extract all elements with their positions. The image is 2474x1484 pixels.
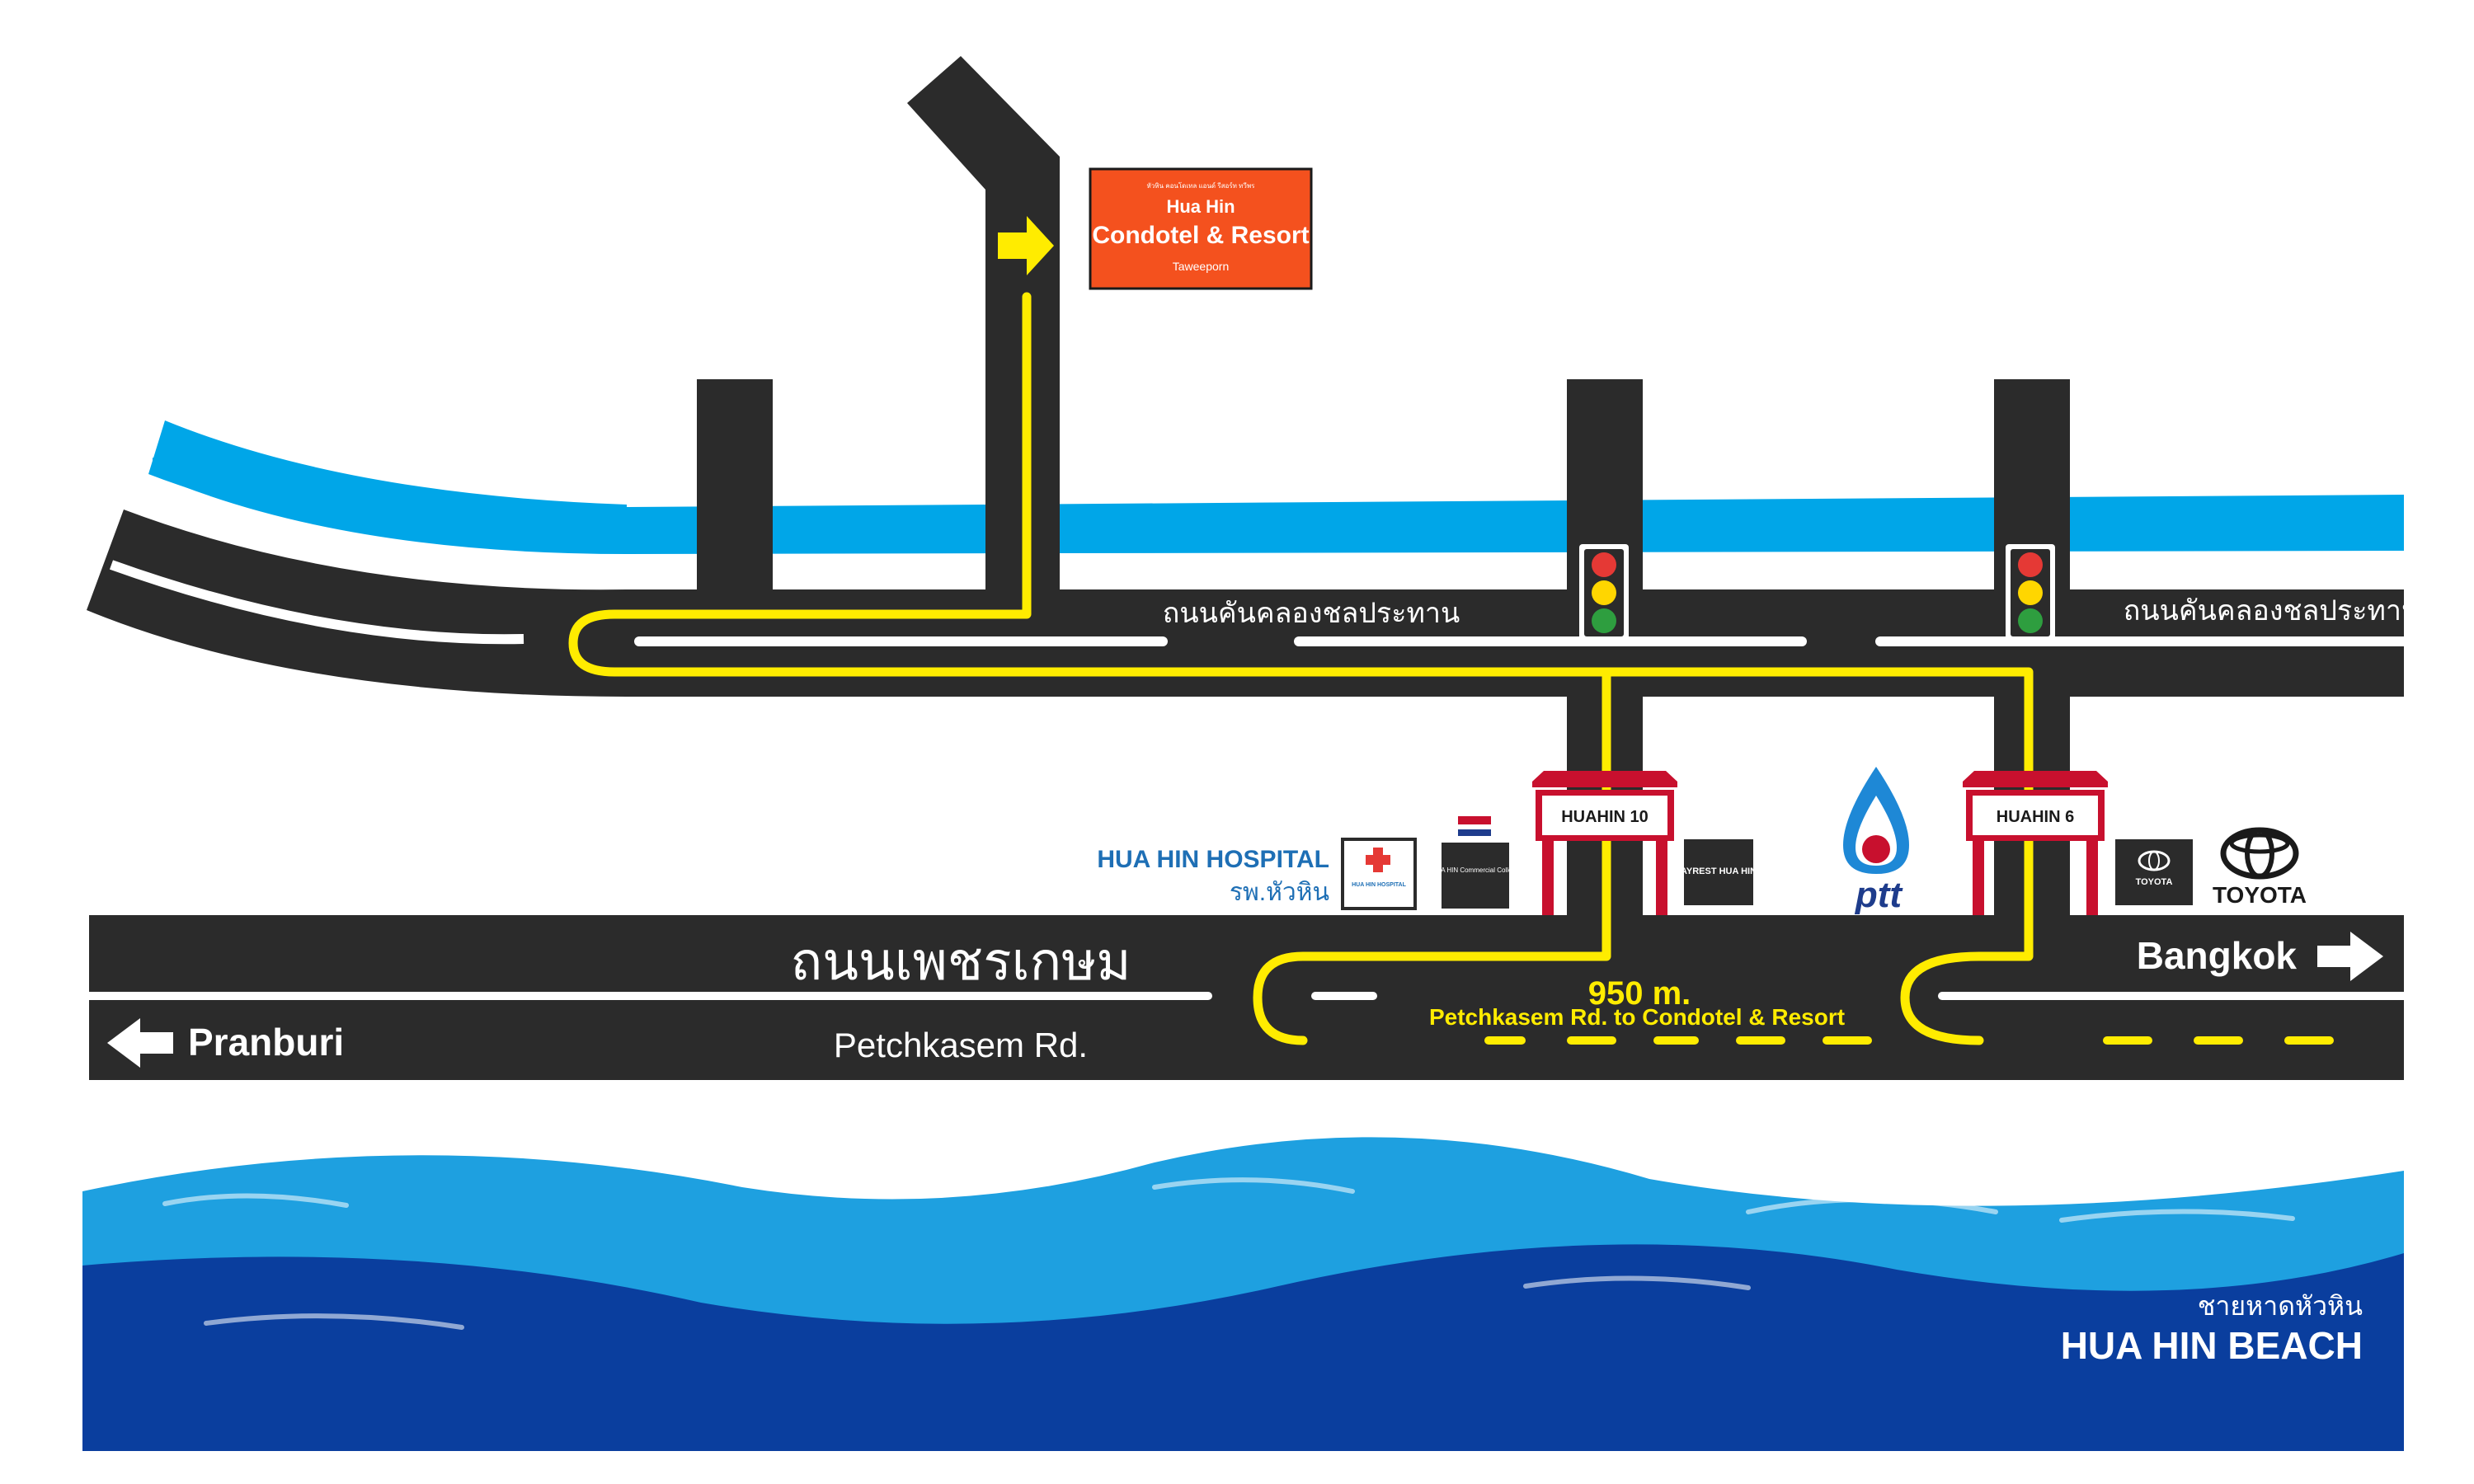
sea-wave-highlights xyxy=(162,1177,2295,1330)
canal-road-edge-line xyxy=(109,560,524,645)
ayrest-logo[interactable]: AYREST HUA HIN xyxy=(1681,839,1757,905)
hospital-name-thai: รพ.หัวหิน xyxy=(1230,879,1329,906)
college-logo-text: HUA HIN Commercial College xyxy=(1432,866,1520,874)
toyota-dealer-text: TOYOTA xyxy=(2136,877,2173,887)
resort-sign-small-text: หัวหิน คอนโดเทล แอนด์ รีสอร์ท ทวีพร xyxy=(1147,181,1256,190)
hospital-name: HUA HIN HOSPITAL xyxy=(1097,846,1329,873)
resort-access-road xyxy=(907,56,1060,594)
direction-bangkok: Bangkok xyxy=(2137,934,2298,977)
resort-sign-line3: Taweeporn xyxy=(1173,260,1230,273)
route-line xyxy=(568,292,2034,1045)
petchkasem-thai-name: ถนนเพชรเกษม xyxy=(790,932,1131,991)
ptt-logo[interactable]: ptt xyxy=(1843,767,1909,915)
traffic-light-icon xyxy=(2006,544,2055,641)
toyota-dealer-logo[interactable]: TOYOTA xyxy=(2115,839,2193,905)
toyota-logo[interactable]: TOYOTA xyxy=(2213,827,2307,908)
arrow-left-icon xyxy=(107,1018,173,1068)
ayrest-logo-text: AYREST HUA HIN xyxy=(1681,866,1757,876)
beach-english-name: HUA HIN BEACH xyxy=(2061,1324,2363,1367)
direction-pranburi: Pranburi xyxy=(188,1021,344,1064)
toyota-logo-text: TOYOTA xyxy=(2213,882,2307,908)
traffic-light-icon xyxy=(1579,544,1629,641)
canal-road-label-right: ถนนคันคลองชลประทาน xyxy=(2124,595,2420,627)
resort-sign-line1: Hua Hin xyxy=(1166,196,1235,217)
gate-huahin-10[interactable]: HUAHIN 10 xyxy=(1532,771,1677,915)
irrigation-canal-west xyxy=(148,420,627,551)
ptt-logo-text: ptt xyxy=(1855,875,1904,915)
college-logo[interactable]: HUA HIN Commercial College xyxy=(1432,816,1520,909)
hospital-logo[interactable]: HUA HIN HOSPITAL xyxy=(1341,838,1417,910)
route-arrow-icon xyxy=(998,216,1054,275)
canal-road-label-left: ถนนคันคลองชลประทาน xyxy=(1163,598,1460,629)
sea-dark xyxy=(82,1244,2404,1451)
resort-sign-line2: Condotel & Resort xyxy=(1092,222,1309,249)
side-road-1 xyxy=(697,379,773,594)
gate-huahin-10-label: HUAHIN 10 xyxy=(1561,808,1649,826)
route-distance: 950 m. xyxy=(1588,975,1691,1012)
gate-huahin-6[interactable]: HUAHIN 6 xyxy=(1963,771,2108,915)
hospital-logo-text: HUA HIN HOSPITAL xyxy=(1352,882,1406,888)
arrow-right-icon xyxy=(2317,932,2383,981)
beach-thai-name: ชายหาดหัวหิน xyxy=(2198,1291,2363,1321)
canal-road xyxy=(87,510,2404,697)
resort-sign[interactable]: หัวหิน คอนโดเทล แอนด์ รีสอร์ท ทวีพร Hua … xyxy=(1089,167,1313,290)
petchkasem-english-name: Petchkasem Rd. xyxy=(834,1026,1088,1064)
route-description: Petchkasem Rd. to Condotel & Resort xyxy=(1429,1004,1845,1030)
gate-huahin-6-label: HUAHIN 6 xyxy=(1997,808,2074,826)
